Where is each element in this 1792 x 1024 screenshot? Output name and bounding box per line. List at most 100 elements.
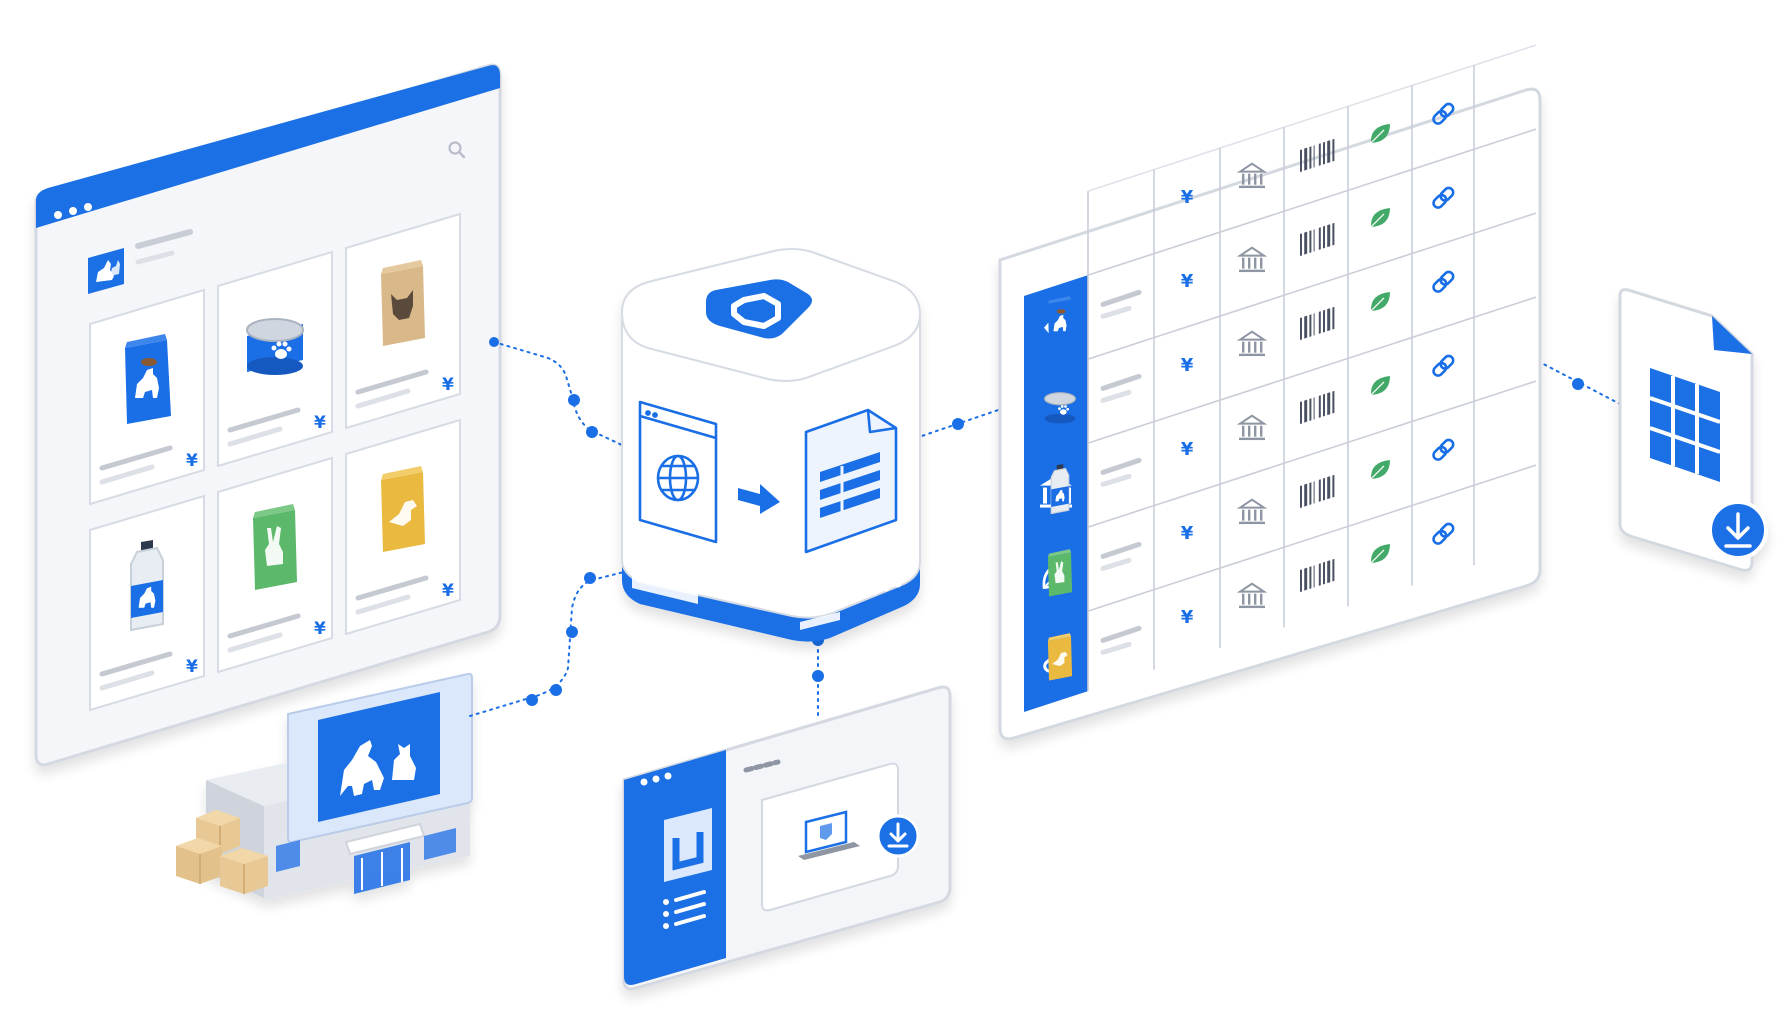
price-cell: ¥ [1181,187,1194,208]
pet-food-can-icon [1044,392,1076,424]
title-placeholder [1100,457,1142,475]
product-card[interactable]: ¥ [345,212,461,430]
barcode-icon [1300,138,1335,173]
product-subtitle-placeholder [99,464,155,485]
pet-shampoo-bottle-icon [1050,464,1070,515]
subtitle-placeholder [1100,305,1132,319]
window-dot [54,211,62,219]
table-row[interactable]: ¥ [1047,607,1194,681]
store-logo-icon [88,248,124,294]
cardboard-boxes [176,810,268,894]
product-card[interactable]: ¥ [217,456,333,674]
bird-food-bag-icon [1047,633,1073,681]
bank-icon [1236,330,1268,357]
product-subtitle-placeholder [99,670,155,691]
link-icon[interactable] [1432,186,1455,209]
bird-food-bag-icon [381,466,425,552]
product-price: ¥ [186,657,198,677]
product-price: ¥ [442,375,454,395]
connector-node [566,626,578,638]
product-price: ¥ [186,451,198,471]
eco-leaf-icon [1370,375,1390,396]
bank-icon [1236,162,1268,189]
table-row[interactable]: ¥ [1050,439,1194,515]
data-table-grid: $¥¥¥¥¥¥ [1024,44,1537,712]
arrow-right-icon [738,484,780,514]
hub-led [882,584,890,592]
eco-leaf-icon [1370,459,1390,480]
download-icon[interactable] [876,814,920,858]
link-icon[interactable] [1432,354,1455,377]
hub-status-slot [800,612,840,630]
connector-catalog-to-hub [493,341,625,447]
link-icon[interactable] [1432,102,1455,125]
hub-status-slot [632,574,698,604]
product-card[interactable]: ¥ [89,288,205,506]
connector-node [586,426,598,438]
connector-node [812,670,824,682]
barcode-icon [1300,558,1335,593]
rabbit-food-bag-icon [1047,549,1073,597]
connector-node [952,418,964,430]
product-card[interactable]: ¥ [89,494,205,712]
product-title-placeholder [227,407,301,433]
dog-food-bag-icon [125,334,171,424]
paw-icon [271,341,292,359]
table-row[interactable]: ¥ [1047,271,1194,346]
window-dot [652,775,660,783]
title-placeholder [1100,373,1142,391]
link-icon[interactable] [1432,522,1455,545]
product-title-placeholder [355,575,429,601]
product-subtitle-placeholder [355,388,411,409]
subtitle-placeholder [1100,389,1132,403]
window-dot [664,772,672,780]
link-icon[interactable] [1432,270,1455,293]
table-row[interactable]: ¥ [1047,523,1194,597]
search-icon[interactable] [448,141,466,159]
product-price: ¥ [314,619,326,639]
dog-food-bag-icon [1047,296,1074,346]
price-cell: ¥ [1181,607,1194,628]
table-grid-lines [1087,44,1537,692]
product-price: ¥ [442,581,454,601]
pet-store-building [206,672,473,900]
barcode-icon [1300,222,1335,257]
product-subtitle-placeholder [227,632,283,653]
window-dot [84,203,92,211]
product-title-placeholder [355,369,429,395]
link-icon[interactable] [1432,438,1455,461]
connector-nodes [489,337,1584,706]
price-cell: ¥ [1181,355,1194,376]
browser-title-bar [36,65,500,228]
laptop-icon [798,810,860,860]
product-subtitle-placeholder [355,594,411,615]
product-price: ¥ [314,413,326,433]
eco-leaf-icon [1370,291,1390,312]
bank-icon [1236,414,1268,441]
barcode-icon [1300,390,1335,425]
bank-icon [1236,498,1268,525]
product-title-placeholder [99,445,173,471]
barcode-icon [1300,306,1335,341]
paw-icon [1058,405,1070,415]
dog-cat-icon [340,740,416,796]
connector-node [526,694,538,706]
download-icon[interactable] [1708,500,1768,560]
title-placeholder [1100,625,1142,643]
cat-food-bag-icon [381,260,425,346]
product-title-placeholder [227,613,301,639]
pet-shampoo-bottle-icon [130,540,164,632]
connector-node [489,337,499,347]
product-card[interactable]: ¥ [217,250,333,468]
barcode-icon [1300,474,1335,509]
table-row[interactable]: ¥ [1044,355,1194,424]
price-cell: ¥ [1181,271,1194,292]
product-card[interactable]: ¥ [345,418,461,636]
price-cell: ¥ [1181,523,1194,544]
hub-led [870,588,878,596]
rabbit-food-bag-icon [253,504,297,590]
globe-browser-icon [638,400,718,544]
title-placeholder [1100,289,1142,307]
product-subtitle-placeholder [227,426,283,447]
